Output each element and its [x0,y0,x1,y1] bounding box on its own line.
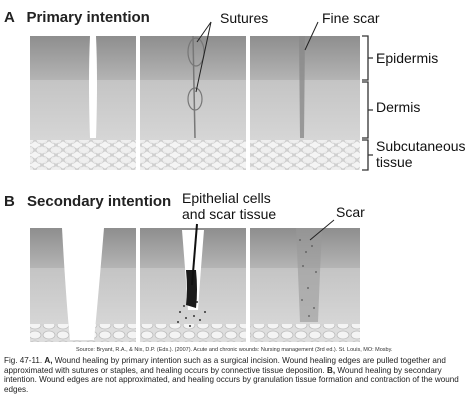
subcutaneous-label-line1: Subcutaneous [376,138,466,154]
suture-top [187,37,205,67]
scar-label: Scar [336,204,365,220]
panel-a-heading: Primary intention [26,9,150,26]
dermis-bracket [362,81,373,139]
figure-source: Source: Bryant, R.A., & Nix, D.P. (Eds.)… [76,347,393,353]
caption-part-a-letter: A, [44,356,53,365]
dermis-label: Dermis [376,99,421,115]
caption-fig-number: Fig. 47-11. [4,356,43,365]
panel-b-title: B Secondary intention [4,193,171,210]
epithelial-label-line1: Epithelial cells [182,190,271,206]
caption-part-b-letter: B, [327,365,336,375]
subcutaneous-bracket [362,139,373,171]
fine-scar-leader [304,21,319,51]
fine-scar-label: Fine scar [322,10,380,26]
caption-part-b-text: Wound healing by secondary intention. Wo… [4,365,459,394]
sutures-leader-2 [195,21,212,93]
epidermis-bracket [362,35,373,81]
panel-a-block-sutured [140,35,246,170]
figure-caption: Fig. 47-11. A, Wound healing by primary … [4,356,470,394]
panel-b-letter: B [4,193,15,210]
epidermis-label: Epidermis [376,50,439,66]
panel-b-block-healed [250,228,360,342]
suture-bottom [187,87,203,111]
subcutaneous-label-line2: tissue [376,154,413,170]
scar-leader [309,219,335,241]
panel-a-letter: A [4,9,15,26]
epithelial-label-line2: and scar tissue [182,206,277,222]
panel-a-block-healed [250,36,360,170]
sutures-leader-1 [196,21,212,43]
panel-b-heading: Secondary intention [27,193,172,210]
panel-b-block-open-wound [30,224,136,342]
panel-a-block-open-wound [30,32,136,170]
caption-part-a-text: Wound healing by primary intention such … [4,356,446,375]
sutures-label: Sutures [220,10,269,26]
panel-a-title: A Primary intention [4,9,150,26]
epithelial-leader [191,223,198,286]
